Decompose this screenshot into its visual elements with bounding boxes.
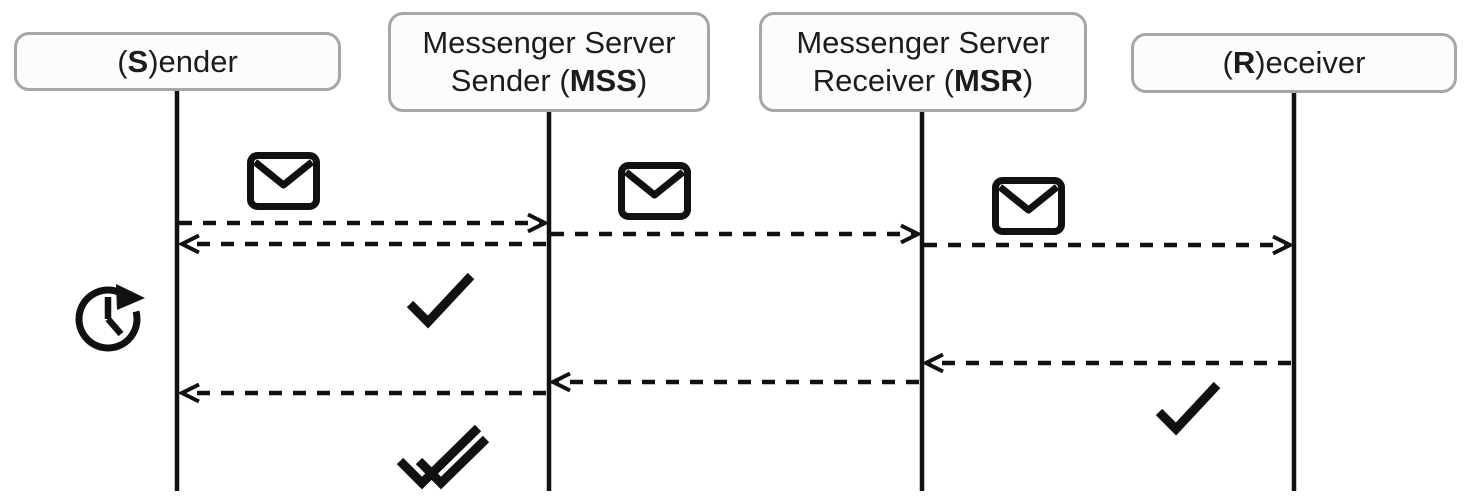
actor-label-msr: Messenger Server Receiver (MSR) [796,25,1050,98]
message-arrow-mss-to-msr [551,223,923,245]
arrowhead-left-icon [921,352,944,374]
ack-arrow-mss-to-sender-lower [177,382,546,404]
envelope-icon [247,152,320,210]
actor-box-mss: Messenger Server Sender (MSS) [388,12,710,112]
actor-label-sender: (S)ender [117,43,238,79]
clock-pending-icon [75,284,145,352]
envelope-icon [992,177,1065,235]
actor-box-msr: Messenger Server Receiver (MSR) [759,12,1087,112]
single-check-icon [1155,381,1221,436]
actor-box-sender: (S)ender [14,32,341,91]
ack-arrow-mss-to-sender-upper [177,233,546,255]
arrowhead-right-icon [900,223,923,245]
message-arrow-msr-to-receiver [924,234,1295,256]
ack-arrow-receiver-to-msr [921,352,1291,374]
actor-label-receiver: (R)eceiver [1222,45,1366,80]
arrowhead-right-icon [527,212,550,234]
envelope-icon [618,162,691,220]
arrowhead-left-icon [177,382,200,404]
actor-label-mss: Messenger Server Sender (MSS) [422,25,676,98]
arrowhead-right-icon [1272,234,1295,256]
single-check-icon [406,272,475,329]
arrowhead-left-icon [548,371,571,393]
double-check-icon [396,424,490,490]
ack-arrow-msr-to-mss [548,371,919,393]
actor-box-receiver: (R)eceiver [1131,33,1457,93]
arrowhead-left-icon [177,233,200,255]
message-arrow-sender-to-mss [179,212,550,234]
